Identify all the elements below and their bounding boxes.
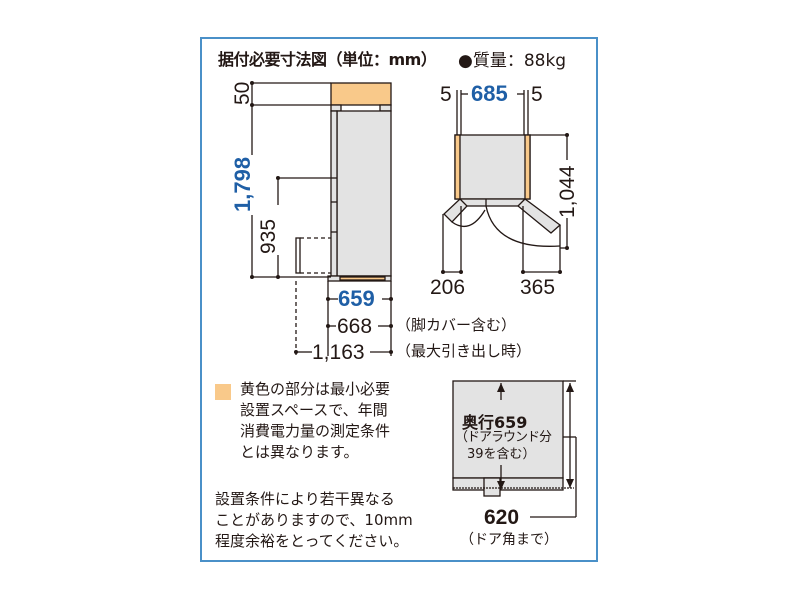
top-clearance-dimension: 50 (231, 81, 254, 105)
handle-height-dimension: 935 (257, 218, 280, 254)
depth-box-sub1: （ドアラウンド分 (455, 430, 552, 445)
depth-box-label: 奥行659 (462, 413, 528, 432)
drawer-open-note: （最大引き出し時） (396, 342, 532, 360)
height-dimension: 1,798 (230, 156, 255, 212)
legend-text: 黄色の部分は最小必要 設置スペースで、年間 消費電力量の測定条件 とは異なります… (240, 379, 390, 463)
legend-line: とは異なります。 (240, 443, 359, 461)
mass-label: ●質量：88kg (458, 51, 567, 71)
note-line: 設置条件により若干異なる (215, 490, 395, 508)
door-open-depth-dimension: 1,044 (556, 165, 579, 218)
clearance-color-swatch (215, 384, 231, 400)
drawer-open-depth-dimension: 1,163 (312, 341, 365, 364)
note-line: 程度余裕をとってください。 (215, 532, 409, 550)
right-door-swing-dimension: 365 (520, 276, 556, 299)
left-clearance-dimension: 5 (440, 83, 452, 106)
leg-cover-note: （脚カバー含む） (396, 316, 517, 334)
legend-line: 消費電力量の測定条件 (240, 422, 391, 440)
diagram-title: 据付必要寸法図（単位：mm） (218, 50, 437, 69)
legend-line: 黄色の部分は最小必要 (240, 380, 391, 398)
door-corner-note: （ドア角まで） (460, 532, 558, 548)
installation-note: 設置条件により若干異なる ことがありますので、10mm 程度余裕をとってください… (215, 489, 413, 552)
left-door-swing-dimension: 206 (430, 276, 466, 299)
right-clearance-dimension: 5 (531, 83, 543, 106)
width-dimension: 685 (471, 81, 508, 106)
depth-dimension: 659 (338, 286, 375, 311)
depth-box-sub2: 39を含む） (467, 447, 536, 462)
note-line: ことがありますので、10mm (215, 511, 413, 529)
legend-line: 設置スペースで、年間 (240, 401, 388, 419)
door-corner-depth-dimension: 620 (484, 506, 520, 529)
depth-leg-cover-dimension: 668 (337, 315, 373, 338)
